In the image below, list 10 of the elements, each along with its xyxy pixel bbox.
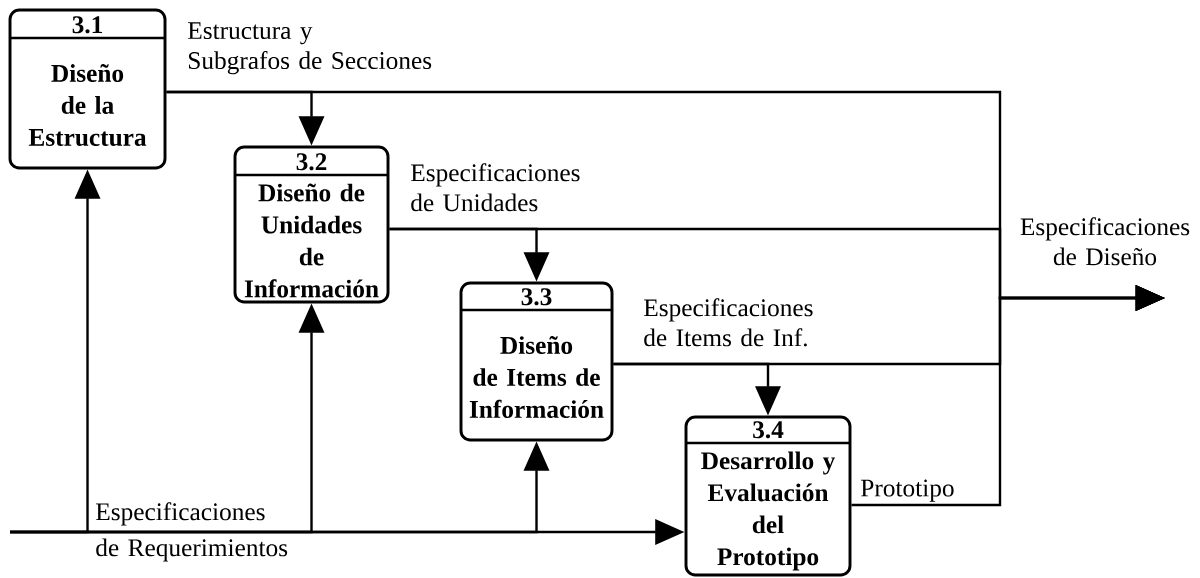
edge-label: Especificaciones de Items de Inf. (644, 298, 813, 347)
edge-label: Estructura y Subgrafos de Secciones (188, 22, 432, 75)
edge-label: Especificaciones de Diseño (1020, 217, 1190, 266)
process-box: 3.3 Diseño de Items de Información (459, 281, 614, 442)
process-box: 3.4 Desarrollo y Evaluación del Prototipo (684, 415, 852, 577)
edge-label: Prototipo (861, 479, 954, 502)
process-box: 3.1 Diseño de la Estructura (8, 8, 167, 170)
edge-label: Especificaciones de Unidades (411, 163, 580, 212)
edge-label: Especificaciones de Requerimientos (96, 502, 288, 562)
process-box: 3.2 Diseño de Unidades de Información (233, 145, 390, 304)
